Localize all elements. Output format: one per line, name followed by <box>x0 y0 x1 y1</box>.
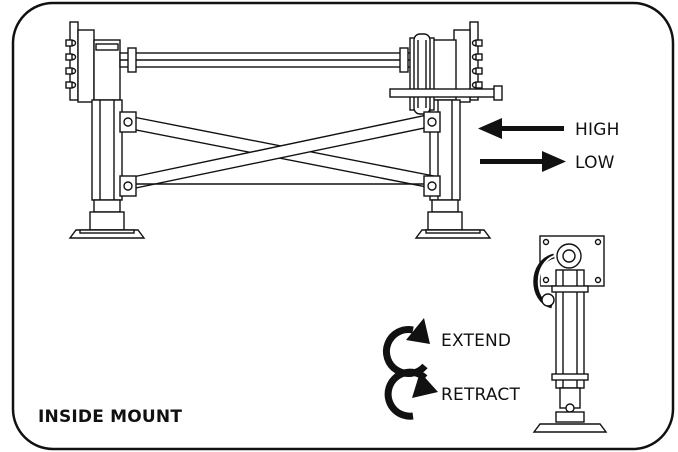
rotate-clockwise-icon <box>384 368 438 420</box>
arrow-right-icon <box>480 151 566 172</box>
rotate-counterclockwise-icon <box>382 318 430 378</box>
arrow-left-icon <box>478 118 564 139</box>
label-inside-mount: INSIDE MOUNT <box>38 407 183 427</box>
cross-tube <box>119 47 417 73</box>
left-jack <box>65 21 146 239</box>
label-low: LOW <box>575 153 615 173</box>
label-retract: RETRACT <box>441 385 521 405</box>
label-high: HIGH <box>575 120 620 140</box>
x-braces <box>119 111 441 197</box>
motor-assembly <box>389 33 503 115</box>
side-view-jack <box>532 235 608 433</box>
diagram-border <box>11 1 675 451</box>
label-extend: EXTEND <box>441 331 512 351</box>
